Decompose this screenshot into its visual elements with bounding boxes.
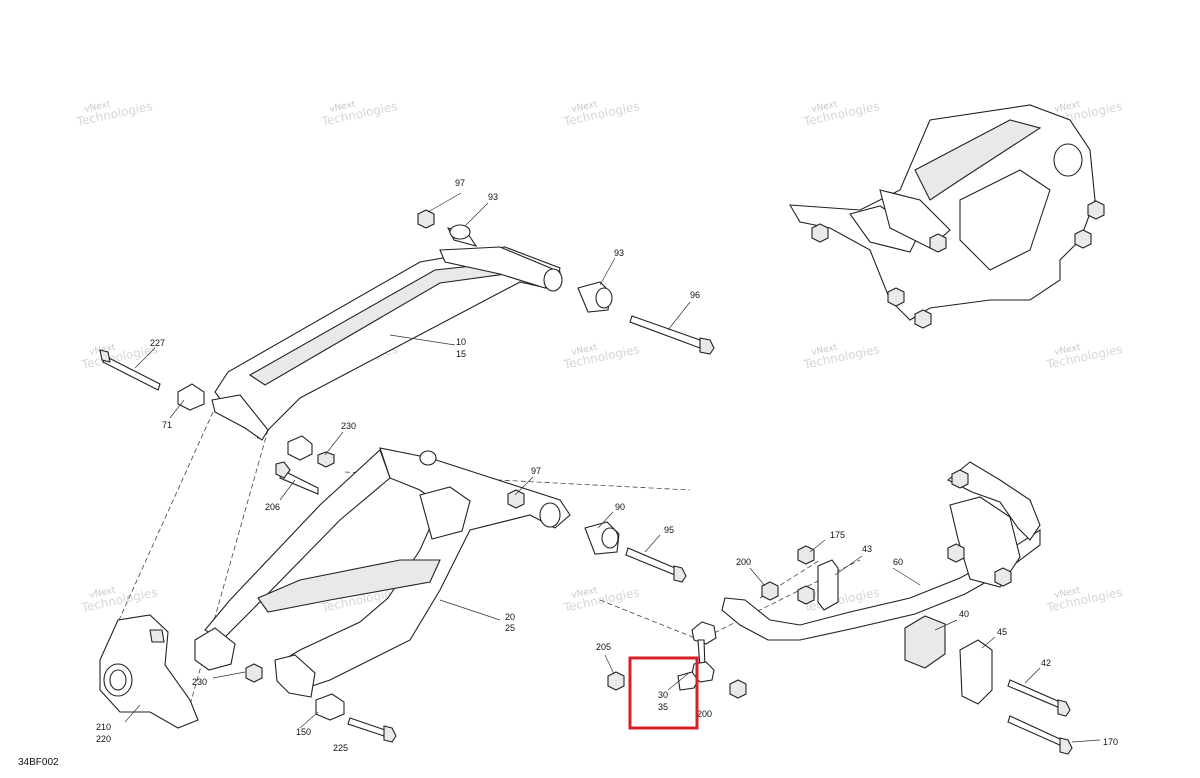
lower-a-arm: [194, 447, 571, 698]
watermark: vNext Technologies: [561, 99, 640, 129]
svg-text:Technologies: Technologies: [561, 342, 640, 372]
bolt-42: [1007, 679, 1061, 709]
nut-175-b: [797, 585, 815, 605]
bolt-96: [629, 315, 701, 349]
callout-60: 60: [893, 557, 903, 567]
watermark: vNext Technologies: [79, 585, 158, 615]
callout-15: 15: [456, 349, 466, 359]
upper-a-arm: [211, 246, 563, 441]
watermark: vNext Technologies: [561, 342, 640, 372]
callout-93: 93: [488, 192, 498, 202]
bolt-225: [347, 717, 386, 737]
assembled-view: [788, 104, 1105, 329]
bushing-40: [904, 615, 946, 669]
callout-225: 225: [333, 743, 348, 753]
bushing-230-upper: [287, 435, 313, 461]
svg-text:Technologies: Technologies: [74, 99, 153, 129]
callout-20: 20: [505, 612, 515, 622]
bolt-95: [625, 547, 676, 576]
svg-text:Technologies: Technologies: [319, 99, 398, 129]
callout-175: 175: [830, 530, 845, 540]
callout-10: 10: [456, 337, 466, 347]
callout-30: 30: [658, 690, 668, 700]
nut-200-lower: [729, 679, 747, 699]
bushing-150: [315, 693, 345, 721]
bushing-71: [177, 383, 205, 411]
svg-text:Technologies: Technologies: [79, 585, 158, 615]
callouts: 97 93 93 96 10 15 227 71 230 206 97 90 9…: [96, 178, 1118, 753]
svg-text:Technologies: Technologies: [1044, 342, 1123, 372]
callout-95: 95: [664, 525, 674, 535]
callout-150: 150: [296, 727, 311, 737]
callout-40: 40: [959, 609, 969, 619]
watermark: vNext Technologies: [561, 585, 640, 615]
callout-45: 45: [997, 627, 1007, 637]
callout-230: 230: [192, 677, 207, 687]
upper-arm-hardware: [99, 209, 715, 495]
nut-175-a: [797, 545, 815, 565]
bracket-45: [959, 639, 993, 705]
callout-90: 90: [615, 502, 625, 512]
lower-arm-hardware: [245, 489, 687, 743]
svg-text:Technologies: Technologies: [561, 99, 640, 129]
callout-97: 97: [531, 466, 541, 476]
knuckle: [99, 614, 199, 729]
svg-text:Technologies: Technologies: [1044, 585, 1123, 615]
callout-200: 200: [736, 557, 751, 567]
callout-35: 35: [658, 702, 668, 712]
nut-97-lower: [507, 489, 525, 509]
highlight-box-30-35[interactable]: [628, 656, 699, 730]
callout-97: 97: [455, 178, 465, 188]
sway-bar: [721, 461, 1041, 641]
svg-text:Technologies: Technologies: [561, 585, 640, 615]
callout-93: 93: [614, 248, 624, 258]
callout-210: 210: [96, 722, 111, 732]
callout-25: 25: [505, 623, 515, 633]
callout-43: 43: [862, 544, 872, 554]
callout-220: 220: [96, 734, 111, 744]
callout-227: 227: [150, 338, 165, 348]
watermark: vNext Technologies: [1044, 342, 1123, 372]
nut-205: [607, 671, 625, 691]
callout-42: 42: [1041, 658, 1051, 668]
callout-206: 206: [265, 502, 280, 512]
watermark: vNext Technologies: [801, 342, 880, 372]
callout-200: 200: [697, 709, 712, 719]
plate-43: [817, 559, 839, 611]
callout-71: 71: [162, 420, 172, 430]
callout-205: 205: [596, 642, 611, 652]
watermark: vNext Technologies: [74, 99, 153, 129]
watermark: vNext Technologies: [319, 99, 398, 129]
callout-96: 96: [690, 290, 700, 300]
bolt-170: [1007, 715, 1063, 747]
figure-code: 34BF002: [18, 757, 59, 768]
svg-text:Technologies: Technologies: [801, 99, 880, 129]
callout-170: 170: [1103, 737, 1118, 747]
watermark: vNext Technologies: [801, 99, 880, 129]
leader-lines: [124, 192, 1101, 743]
nut-97-upper: [417, 209, 435, 229]
nut-230-lower: [245, 663, 263, 683]
sway-bar-bushing-and-bracket: [904, 615, 1073, 755]
svg-text:Technologies: Technologies: [801, 342, 880, 372]
watermark: vNext Technologies: [1044, 585, 1123, 615]
nut-200-upper: [761, 581, 779, 601]
callout-230: 230: [341, 421, 356, 431]
